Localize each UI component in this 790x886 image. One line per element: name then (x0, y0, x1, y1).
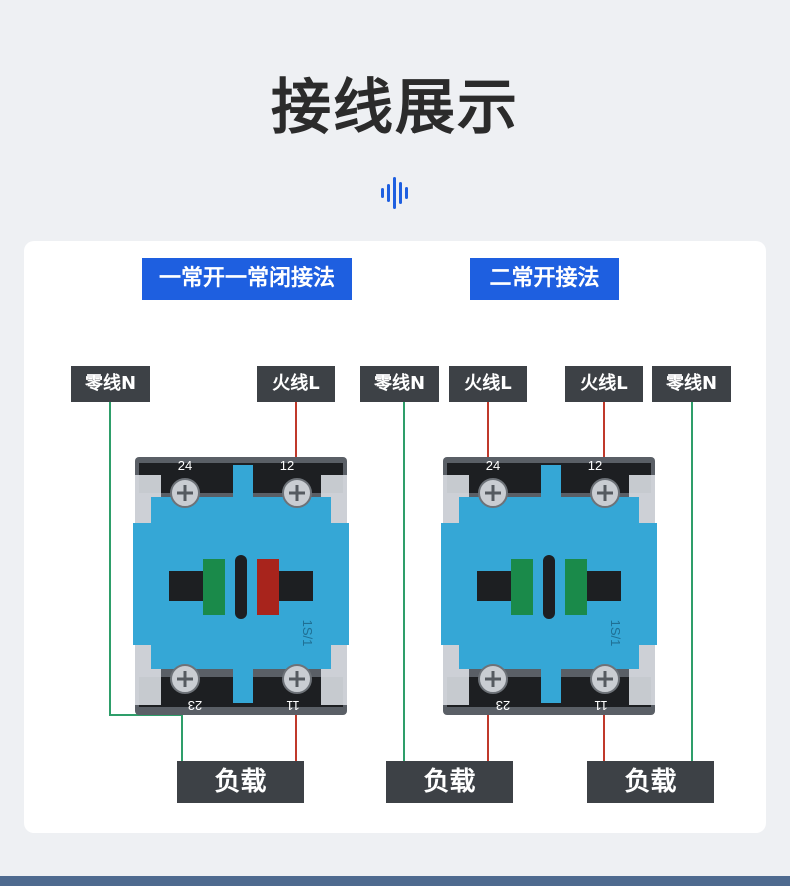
right-contact-block: 24 12 23 11 1S/1 (441, 457, 657, 715)
left-load-tag: 负载 (177, 761, 304, 803)
right-diagram-heading: 二常开接法 (470, 258, 619, 300)
sound-wave-icon (381, 177, 408, 209)
terminal-23: 23 (188, 698, 202, 713)
left-contact-block: 24 12 23 11 1S/1 (133, 457, 349, 715)
terminal-11: 11 (286, 698, 300, 713)
bottom-accent-bar (0, 876, 790, 886)
right-load-left-tag: 负载 (386, 761, 513, 803)
left-live-tag: 火线L (257, 366, 335, 402)
terminal-24: 24 (178, 458, 192, 473)
left-neutral-tag: 零线N (71, 366, 150, 402)
right-live-right-tag: 火线L (565, 366, 643, 402)
left-diagram-heading: 一常开一常闭接法 (142, 258, 352, 300)
right-neutral-left-tag: 零线N (360, 366, 439, 402)
right-live-left-tag: 火线L (449, 366, 527, 402)
terminal-11: 11 (594, 698, 608, 713)
page-title: 接线展示 (271, 73, 519, 143)
terminal-24: 24 (486, 458, 500, 473)
right-neutral-right-tag: 零线N (652, 366, 731, 402)
terminal-12: 12 (588, 458, 602, 473)
model-mark: 1S/1 (300, 620, 315, 647)
model-mark: 1S/1 (608, 620, 623, 647)
terminal-23: 23 (496, 698, 510, 713)
terminal-12: 12 (280, 458, 294, 473)
right-load-right-tag: 负载 (587, 761, 714, 803)
